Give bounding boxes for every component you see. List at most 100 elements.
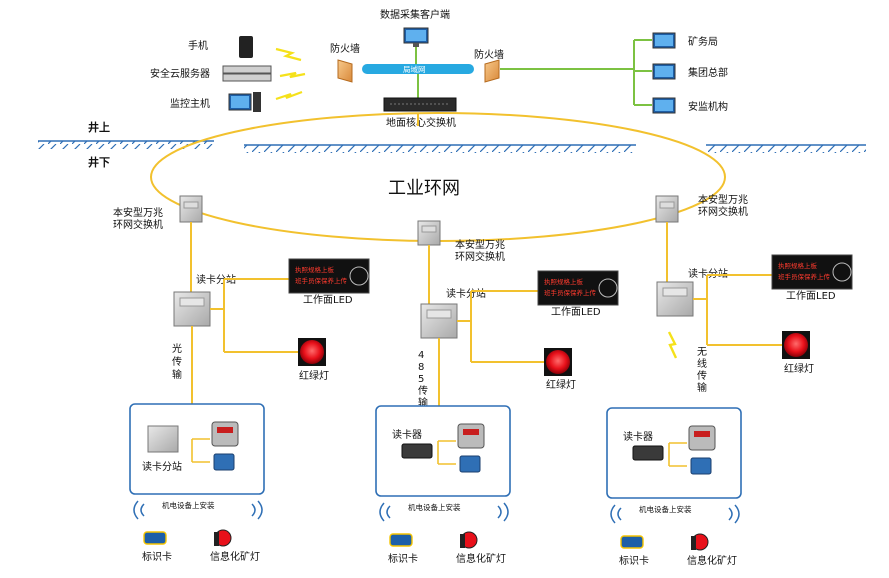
branch-center-meter-icon (459, 455, 481, 473)
branch-left-reader-station-panel (179, 297, 205, 307)
branch-right-reader-station-icon (656, 281, 694, 317)
above-ground-label: 井上 (88, 120, 110, 134)
phone-icon (239, 36, 253, 58)
branch-left-traffic-light-icon (300, 340, 324, 364)
branch-right-led-text-2: 班手员保保养上传 (778, 272, 831, 281)
firewall-right-label: 防火墙 (474, 48, 504, 61)
group-hq-icon (652, 63, 676, 80)
branch-left-transmission-char-1: 传 (172, 356, 182, 368)
branch-right-box-device-label: 读卡器 (623, 430, 653, 443)
branch-right-id-card-icon (620, 535, 644, 549)
switch-right-line1: 本安型万兆 (698, 193, 748, 206)
branch-right-reader-station-panel (662, 287, 688, 297)
branch-right-transmission-char-2: 传 (697, 370, 707, 382)
switch-center-line2: 环网交换机 (455, 250, 505, 263)
branch-right-reader-station-label: 读卡分站 (688, 267, 728, 280)
safety-agency-label: 安监机构 (688, 100, 728, 113)
branch-left-install-note: 机电设备上安装 (162, 500, 215, 510)
switch-center-line1: 本安型万兆 (455, 238, 505, 251)
monitor-host-label: 监控主机 (170, 97, 210, 110)
branch-right-wireless-signal-icon (667, 331, 678, 359)
branch-right-meter-icon (690, 457, 712, 475)
branch-center-transmission-char-2: 5 (418, 374, 424, 385)
branch-left-led-board (288, 258, 370, 294)
branch-left-box-reader-icon (147, 425, 179, 453)
branch-right-lamp-label: 信息化矿灯 (687, 554, 737, 567)
branch-center-transmission-char-0: 4 (418, 350, 424, 361)
ring-switch-left (179, 195, 203, 223)
switch-left-line1: 本安型万兆 (113, 206, 163, 219)
branch-left-signal-wave-right-icon (251, 500, 263, 520)
branch-left-sensor-display (217, 427, 233, 433)
ring-switch-right (655, 195, 679, 223)
firewall-right-icon (484, 59, 500, 83)
lan-bar (362, 64, 474, 74)
branch-right-transmission-char-1: 线 (697, 357, 707, 370)
branch-center-lamp-label: 信息化矿灯 (456, 552, 506, 565)
mining-bureau-icon (652, 32, 676, 49)
ground-line-right (706, 144, 866, 153)
cloud-server-label: 安全云服务器 (150, 67, 210, 80)
branch-center-signal-wave-left-icon (379, 502, 391, 522)
switch-right-line2: 环网交换机 (698, 205, 748, 218)
ground-line-center (244, 144, 636, 153)
branch-left-id-card-icon (143, 531, 167, 545)
switch-left-line2: 环网交换机 (113, 218, 163, 231)
branch-center-mine-lamp-strap (460, 534, 465, 548)
branch-center-led-text-2: 班手员保保养上传 (544, 288, 597, 297)
branch-left-sensor-icon (211, 421, 239, 447)
ground-line-left (38, 140, 214, 149)
branches: 读卡分站执照规格上板班手员保保养上传工作面LED红绿灯光传输读卡分站机电设备上安… (129, 222, 853, 567)
branch-center-led-board (537, 270, 619, 306)
core-switch-label: 地面核心交换机 (386, 116, 456, 129)
branch-center-signal-wave-right-icon (497, 502, 509, 522)
firewall-left-label: 防火墙 (330, 42, 360, 55)
branch-left-box-device-label: 读卡分站 (142, 460, 182, 473)
branch-right-install-note: 机电设备上安装 (639, 504, 692, 514)
branch-right-box-reader-icon (632, 445, 664, 461)
group-hq-label: 集团总部 (688, 66, 728, 79)
branch-left-lamp-label: 信息化矿灯 (210, 550, 260, 563)
branch-left-led-text-1: 执照规格上板 (295, 265, 335, 274)
branch-left-signal-wave-left-icon (133, 500, 145, 520)
branch-left-mine-lamp-strap (214, 532, 219, 546)
phone-label: 手机 (188, 39, 208, 52)
branch-right-signal-wave-left-icon (610, 504, 622, 524)
branch-center-reader-station-panel (426, 309, 452, 319)
branch-center-led-text-1: 执照规格上板 (544, 277, 584, 286)
branch-center-reader-station-label: 读卡分站 (446, 287, 486, 300)
below-ground-label: 井下 (88, 155, 110, 169)
branch-right-led-label: 工作面LED (786, 290, 836, 302)
client-monitor-icon (403, 27, 429, 47)
branch-center-reader-station-icon (420, 303, 458, 339)
branch-center-traffic-light-icon (546, 350, 570, 374)
branch-right-mine-lamp-strap (691, 536, 696, 550)
client-label: 数据采集客户端 (380, 8, 450, 21)
branch-center-sensor-icon (457, 423, 485, 449)
branch-right-transmission-char-0: 无 (697, 347, 707, 358)
branch-center-box-device-label: 读卡器 (392, 428, 422, 441)
branch-center-transmission-char-3: 传 (418, 385, 428, 397)
branch-center-light-label: 红绿灯 (546, 378, 576, 391)
branch-left-reader-station-icon (173, 291, 211, 327)
branch-left-meter-icon (213, 453, 235, 471)
ring-title: 工业环网 (388, 178, 460, 199)
branch-right-device-box (606, 407, 742, 499)
branch-right-light-label: 红绿灯 (784, 362, 814, 375)
mining-bureau-label: 矿务局 (688, 35, 718, 48)
ring-switch-center (417, 220, 441, 246)
safety-agency-icon (652, 97, 676, 114)
branch-left-card-label: 标识卡 (142, 550, 172, 563)
branch-center-box-reader-icon (401, 443, 433, 459)
branch-left-led-clock-icon (349, 266, 369, 286)
branch-right-led-text-1: 执照规格上板 (778, 261, 818, 270)
wireless-signal-icon (275, 47, 306, 101)
branch-center-transmission-char-1: 8 (418, 362, 424, 373)
branch-center-led-label: 工作面LED (551, 306, 601, 318)
branch-right-led-board (771, 254, 853, 290)
lan-label: 局域网 (403, 64, 426, 74)
server-icon (222, 65, 272, 82)
branch-right-transmission-char-3: 输 (697, 381, 707, 394)
branch-center-card-label: 标识卡 (388, 552, 418, 565)
